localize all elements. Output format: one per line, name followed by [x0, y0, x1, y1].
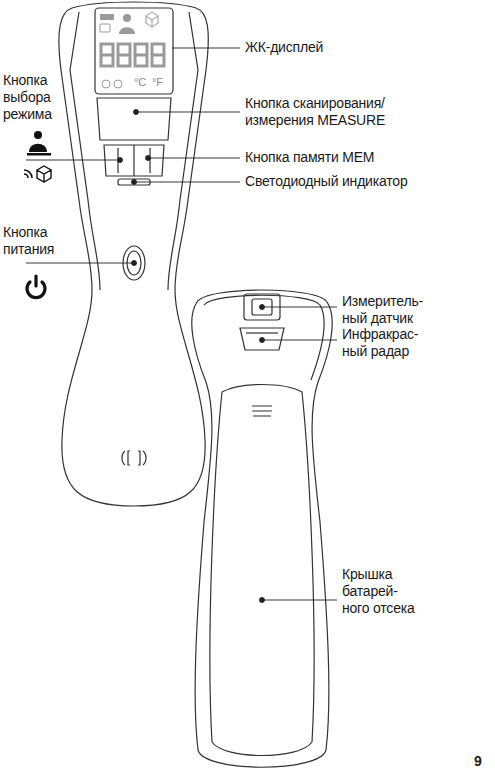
lcd-unit: °F [152, 76, 172, 89]
back-housing [192, 290, 332, 767]
lcd-segments [101, 44, 164, 66]
leader-lines [26, 48, 337, 603]
measure-button [97, 98, 171, 140]
lcd-unit: °C [134, 76, 154, 89]
front-housing [59, 2, 208, 506]
power-icon [27, 276, 45, 298]
front-symbol [122, 451, 146, 465]
part-label: Светодиодный индикатор [245, 173, 465, 190]
mode-mem-buttons [104, 145, 164, 176]
front-ridge [70, 12, 198, 290]
page-number: 9 [474, 753, 490, 770]
battery-cover [210, 385, 314, 756]
ir-radar-inner [246, 332, 278, 333]
part-label: Измеритель- ный датчик [342, 293, 438, 327]
part-label: Кнопка выбора режима [3, 72, 65, 123]
back-housing-inner [204, 295, 324, 380]
part-label: Инфракрас- ный радар [342, 326, 438, 360]
lcd [95, 8, 173, 94]
lcd-icons [100, 12, 158, 88]
part-label: Кнопка памяти MEM [245, 149, 445, 166]
mode-icons [24, 131, 51, 182]
part-label: Крышка батарей- ного отсека [342, 566, 418, 617]
part-label: Кнопка сканирования/ измерения MEASURE [245, 95, 415, 129]
cover-grip [252, 406, 272, 416]
ir-radar [240, 328, 284, 350]
part-label: Кнопка питания [3, 224, 65, 258]
part-label: ЖК-дисплей [245, 39, 445, 56]
